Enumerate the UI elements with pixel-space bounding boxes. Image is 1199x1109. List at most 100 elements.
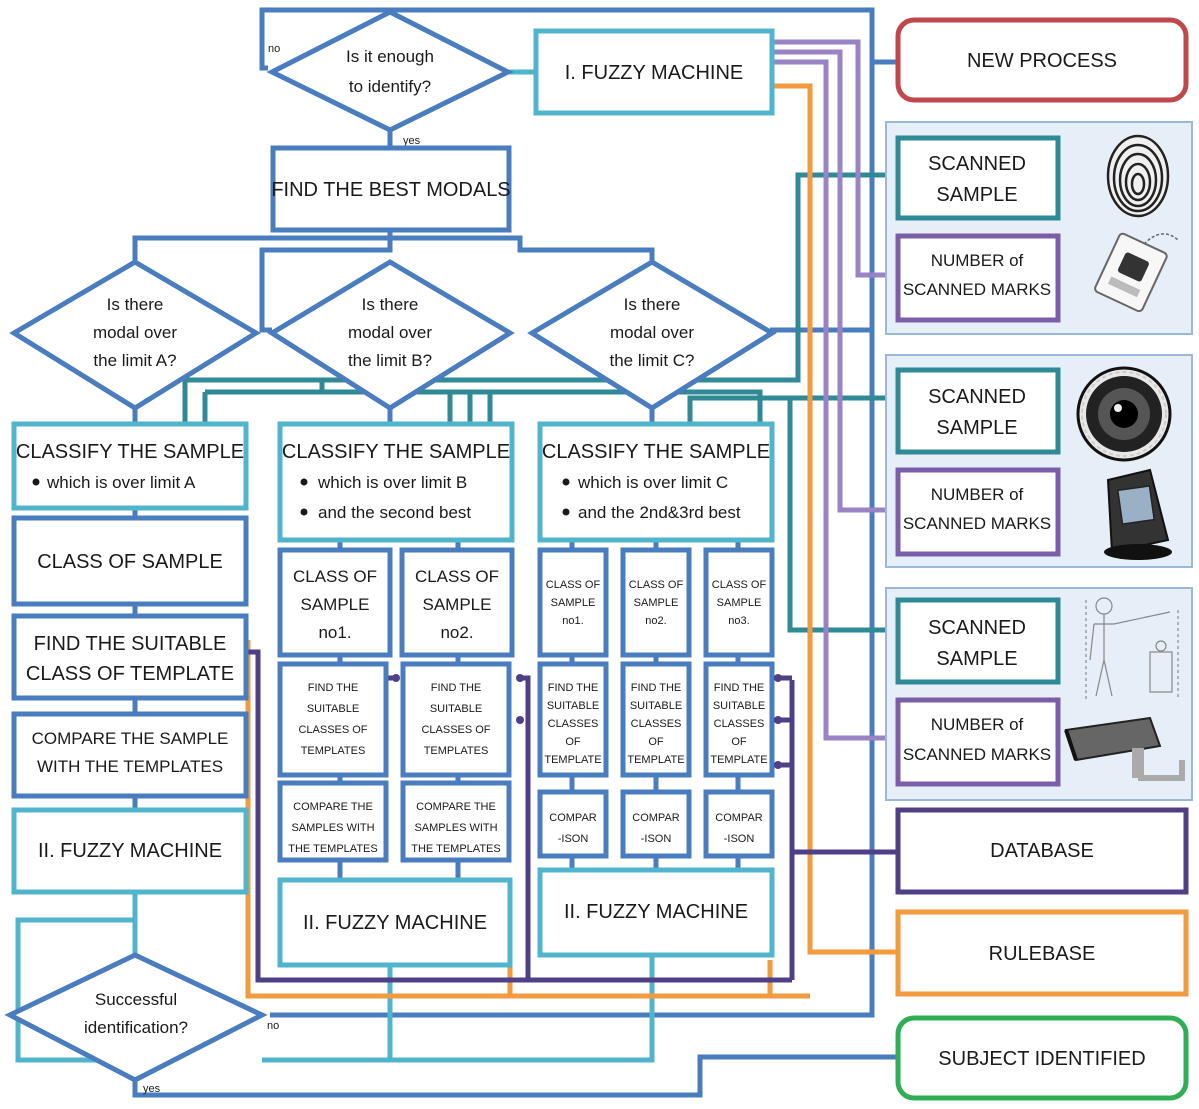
- branch-c-compare-2-box: COMPAR -ISON: [620, 789, 692, 859]
- branch-b-class-2-box: CLASS OF SAMPLE no2.: [399, 547, 515, 658]
- svg-text:Is it enough: Is it enough: [346, 47, 434, 66]
- svg-text:CLASSES OF: CLASSES OF: [298, 724, 367, 736]
- branch-a-class-of-sample-box: CLASS OF SAMPLE: [11, 515, 249, 607]
- branch-c-fuzzy-machine-2-box: II. FUZZY MACHINE: [537, 867, 775, 958]
- svg-text:SUITABLE: SUITABLE: [630, 700, 682, 712]
- svg-text:the limit C?: the limit C?: [609, 351, 694, 370]
- svg-text:COMPARE THE: COMPARE THE: [293, 801, 373, 813]
- svg-text:SUITABLE: SUITABLE: [713, 700, 765, 712]
- svg-text:WITH THE TEMPLATES: WITH THE TEMPLATES: [37, 757, 223, 776]
- svg-text:identification?: identification?: [84, 1018, 188, 1037]
- svg-text:CLASS OF TEMPLATE: CLASS OF TEMPLATE: [26, 663, 234, 685]
- iris-scanner-icon: [1104, 468, 1172, 560]
- svg-text:modal over: modal over: [610, 323, 694, 342]
- svg-text:-ISON: -ISON: [641, 833, 672, 845]
- svg-text:Is there: Is there: [107, 295, 164, 314]
- label-yes-top: yes: [403, 135, 421, 147]
- svg-text:SAMPLE: SAMPLE: [936, 648, 1017, 670]
- svg-text:SCANNED: SCANNED: [928, 617, 1026, 639]
- svg-text:SAMPLE: SAMPLE: [634, 597, 679, 609]
- svg-text:Is there: Is there: [362, 295, 419, 314]
- svg-text:SAMPLE: SAMPLE: [717, 597, 762, 609]
- svg-text:CLASSIFY THE SAMPLE: CLASSIFY THE SAMPLE: [282, 441, 510, 463]
- panel-iris: SCANNED SAMPLE NUMBER of SCANNED MARKS: [885, 354, 1193, 568]
- svg-text:NEW PROCESS: NEW PROCESS: [967, 50, 1117, 72]
- branch-b-fuzzy-machine-2-box: II. FUZZY MACHINE: [277, 877, 513, 968]
- svg-text:CLASS OF SAMPLE: CLASS OF SAMPLE: [37, 551, 223, 573]
- branch-b-compare-1-box: COMPARE THE SAMPLES WITH THE TEMPLATES: [277, 780, 389, 863]
- iris-icon: [1076, 366, 1172, 462]
- svg-text:SUBJECT IDENTIFIED: SUBJECT IDENTIFIED: [938, 1048, 1145, 1070]
- branch-c-find-2-box: FIND THE SUITABLE CLASSES OF TEMPLATE: [620, 661, 692, 778]
- diamond-limit-a: Is there modal over the limit A?: [9, 259, 261, 411]
- branch-b-compare-2-box: COMPARE THE SAMPLES WITH THE TEMPLATES: [400, 780, 512, 863]
- branch-b-classify-box: CLASSIFY THE SAMPLE which is over limit …: [277, 421, 515, 543]
- svg-text:CLASSIFY THE SAMPLE: CLASSIFY THE SAMPLE: [542, 441, 770, 463]
- svg-text:which is over limit B: which is over limit B: [317, 473, 467, 492]
- svg-text:SCANNED MARKS: SCANNED MARKS: [903, 280, 1051, 299]
- diamond-limit-c: Is there modal over the limit C?: [527, 259, 777, 411]
- svg-text:SUITABLE: SUITABLE: [307, 703, 359, 715]
- svg-text:RULEBASE: RULEBASE: [989, 943, 1096, 965]
- svg-text:SAMPLE: SAMPLE: [423, 595, 492, 614]
- svg-text:FIND THE: FIND THE: [308, 682, 359, 694]
- svg-text:SAMPLE: SAMPLE: [301, 595, 370, 614]
- rulebase-box: RULEBASE: [895, 909, 1189, 997]
- svg-text:THE TEMPLATES: THE TEMPLATES: [411, 843, 500, 855]
- svg-text:which is over limit C: which is over limit C: [577, 473, 728, 492]
- svg-text:no1.: no1.: [318, 623, 351, 642]
- svg-text:modal over: modal over: [93, 323, 177, 342]
- branch-b-find-2-box: FIND THE SUITABLE CLASSES OF TEMPLATES: [400, 661, 512, 778]
- branch-c-class-1-box: CLASS OF SAMPLE no1.: [537, 547, 609, 658]
- branch-c-find-1-box: FIND THE SUITABLE CLASSES OF TEMPLATE: [537, 661, 609, 778]
- diamond-successful-identification: Successful identification?: [4, 952, 268, 1083]
- diamond-enough-to-identify: Is it enough to identify?: [266, 9, 514, 133]
- svg-text:NUMBER of: NUMBER of: [931, 715, 1024, 734]
- svg-text:FIND THE SUITABLE: FIND THE SUITABLE: [34, 633, 227, 655]
- svg-text:no3.: no3.: [728, 615, 749, 627]
- branch-a-compare-box: COMPARE THE SAMPLE WITH THE TEMPLATES: [11, 711, 249, 799]
- svg-text:and the second best: and the second best: [318, 503, 471, 522]
- svg-text:the limit B?: the limit B?: [348, 351, 432, 370]
- svg-text:SCANNED: SCANNED: [928, 153, 1026, 175]
- svg-text:COMPAR: COMPAR: [632, 812, 680, 824]
- svg-text:FIND THE: FIND THE: [548, 682, 599, 694]
- svg-text:-ISON: -ISON: [558, 833, 589, 845]
- svg-text:COMPARE THE: COMPARE THE: [416, 801, 496, 813]
- branch-b-find-1-box: FIND THE SUITABLE CLASSES OF TEMPLATES: [277, 661, 389, 778]
- svg-text:SAMPLE: SAMPLE: [936, 417, 1017, 439]
- svg-text:NUMBER of: NUMBER of: [931, 251, 1024, 270]
- svg-text:TEMPLATE: TEMPLATE: [627, 754, 684, 766]
- branch-a-find-suitable-box: FIND THE SUITABLE CLASS OF TEMPLATE: [11, 613, 249, 701]
- svg-text:TEMPLATE: TEMPLATE: [544, 754, 601, 766]
- label-yes-bottom: yes: [143, 1083, 161, 1095]
- svg-text:CLASSES: CLASSES: [631, 718, 682, 730]
- fuzzy-machine-1-box: I. FUZZY MACHINE: [533, 28, 775, 116]
- svg-text:SAMPLE: SAMPLE: [551, 597, 596, 609]
- svg-text:FIND THE: FIND THE: [714, 682, 765, 694]
- branch-a-classify-box: CLASSIFY THE SAMPLE which is over limit …: [11, 421, 249, 511]
- panel-body: SCANNED SAMPLE NUMBER of SCANNED MARKS: [885, 587, 1193, 801]
- svg-text:COMPAR: COMPAR: [715, 812, 763, 824]
- security-camera-icon: [1064, 716, 1185, 781]
- branch-c-find-3-box: FIND THE SUITABLE CLASSES OF TEMPLATE: [703, 661, 775, 778]
- svg-text:II. FUZZY MACHINE: II. FUZZY MACHINE: [303, 912, 487, 934]
- branch-c-classify-box: CLASSIFY THE SAMPLE which is over limit …: [537, 421, 775, 543]
- svg-text:SUITABLE: SUITABLE: [430, 703, 482, 715]
- svg-text:SAMPLES WITH: SAMPLES WITH: [291, 822, 374, 834]
- body-measure-icon: [1085, 597, 1179, 700]
- svg-text:TEMPLATE: TEMPLATE: [710, 754, 767, 766]
- database-box: DATABASE: [895, 807, 1189, 895]
- fingerprint-icon: [1106, 134, 1170, 218]
- svg-text:II. FUZZY MACHINE: II. FUZZY MACHINE: [38, 840, 222, 862]
- svg-text:CLASS OF: CLASS OF: [293, 567, 377, 586]
- svg-text:SCANNED MARKS: SCANNED MARKS: [903, 514, 1051, 533]
- svg-text:FIND THE: FIND THE: [631, 682, 682, 694]
- svg-text:FIND THE: FIND THE: [431, 682, 482, 694]
- branch-c-compare-3-box: COMPAR -ISON: [703, 789, 775, 859]
- svg-text:CLASSIFY THE SAMPLE: CLASSIFY THE SAMPLE: [16, 441, 244, 463]
- new-process-box: NEW PROCESS: [895, 17, 1189, 103]
- svg-text:COMPAR: COMPAR: [549, 812, 597, 824]
- svg-text:SCANNED: SCANNED: [928, 386, 1026, 408]
